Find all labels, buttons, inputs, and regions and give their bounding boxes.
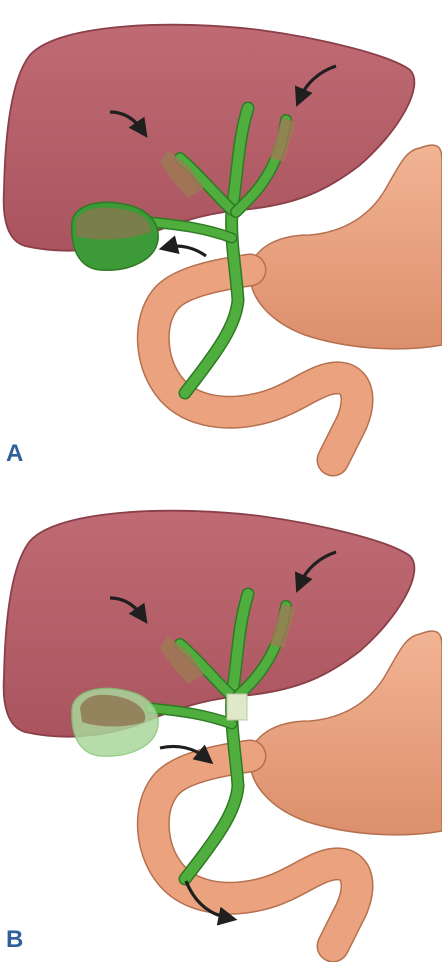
panel-a	[4, 25, 442, 460]
sphincter	[227, 694, 247, 720]
panel-b-label: B	[6, 926, 23, 954]
panel-b	[4, 511, 442, 946]
panel-a-label: A	[6, 440, 23, 468]
arrow-into-gallbladder	[168, 246, 206, 256]
